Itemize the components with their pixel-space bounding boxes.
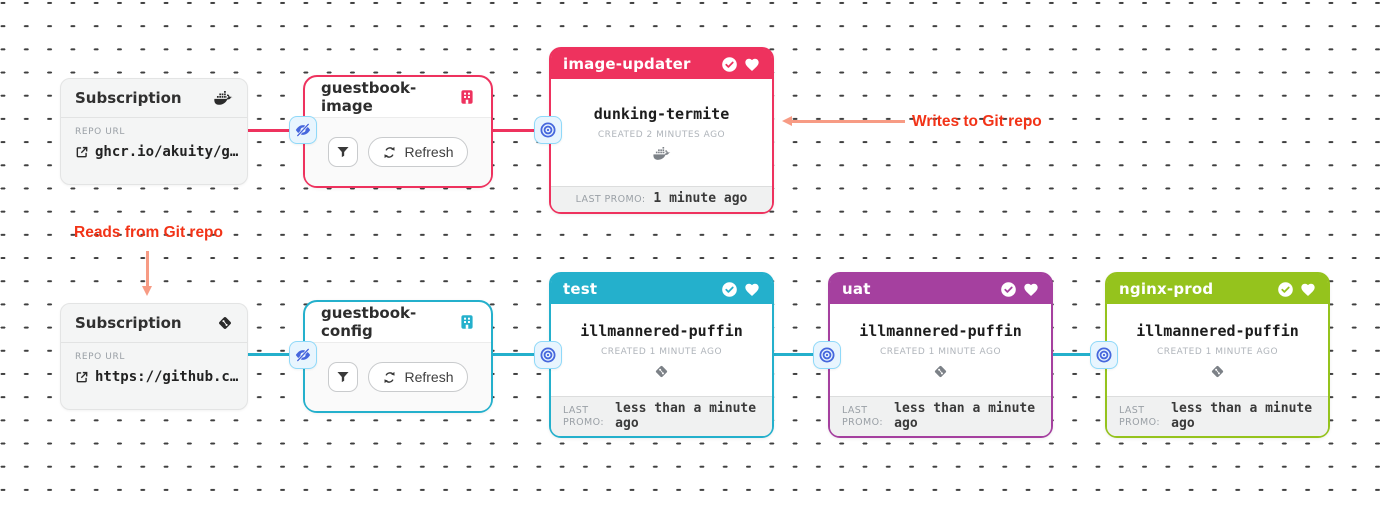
- freight-name: illmannered-puffin: [859, 321, 1022, 340]
- stage-name: uat: [842, 280, 871, 298]
- external-link-icon[interactable]: [75, 370, 89, 384]
- stage-name: image-updater: [563, 55, 691, 73]
- writes-annotation-label: Writes to Git repo: [912, 113, 1042, 130]
- hide-subscription-connector-button[interactable]: [289, 116, 317, 144]
- writes-annotation-arrow-line: [792, 120, 905, 123]
- last-promo-value: less than a minute ago: [894, 400, 1036, 431]
- git-icon: [217, 315, 233, 331]
- stage-name: nginx-prod: [1119, 280, 1214, 298]
- stage-card-test[interactable]: test illmannered-puffin CREATED 1 MINUTE…: [549, 272, 774, 438]
- target-icon: [539, 346, 557, 364]
- repo-url-label: REPO URL: [75, 127, 125, 137]
- warehouse-icon: [459, 314, 475, 330]
- warehouse-card-guestbook-config[interactable]: guestbook-config Refresh: [303, 300, 493, 413]
- docker-icon: [214, 90, 233, 106]
- git-icon: [1210, 364, 1225, 379]
- heart-icon: [744, 57, 760, 72]
- warehouse-card-guestbook-image[interactable]: guestbook-image Refresh: [303, 75, 493, 188]
- repo-url-value[interactable]: https://github.c…: [95, 369, 239, 385]
- stage-card-uat[interactable]: uat illmannered-puffin CREATED 1 MINUTE …: [828, 272, 1053, 438]
- edge-subscription-to-guestbook-image: [248, 129, 289, 132]
- filter-button[interactable]: [328, 362, 359, 392]
- warehouse-title: guestbook-config: [321, 304, 417, 340]
- freight-created-label: CREATED 2 MINUTES AGO: [597, 129, 726, 140]
- hide-subscription-connector-button[interactable]: [289, 341, 317, 369]
- subscription-title: Subscription: [75, 89, 182, 107]
- repo-url-value[interactable]: ghcr.io/akuity/g…: [95, 144, 239, 160]
- heart-icon: [744, 282, 760, 297]
- refresh-button[interactable]: Refresh: [368, 137, 468, 167]
- heart-icon: [1023, 282, 1039, 297]
- repo-url-label: REPO URL: [75, 352, 125, 362]
- warehouse-icon: [459, 89, 475, 105]
- stage-name: test: [563, 280, 598, 298]
- stage-target-connector-image-updater[interactable]: [534, 116, 562, 144]
- freight-created-label: CREATED 1 MINUTE AGO: [1156, 346, 1279, 357]
- health-check-icon: [1277, 281, 1294, 298]
- health-check-icon: [1000, 281, 1017, 298]
- stage-target-connector-nginx-prod[interactable]: [1090, 341, 1118, 369]
- eye-slash-icon: [294, 121, 312, 139]
- last-promo-label: LAST PROMO:: [1119, 404, 1160, 428]
- heart-icon: [1300, 282, 1316, 297]
- subscription-title: Subscription: [75, 314, 182, 332]
- refresh-icon: [382, 145, 397, 160]
- edge-test-to-uat: [774, 353, 813, 356]
- last-promo-label: LAST PROMO:: [563, 404, 604, 428]
- last-promo-value: 1 minute ago: [653, 191, 748, 207]
- last-promo-label: LAST PROMO:: [842, 404, 883, 428]
- health-check-icon: [721, 281, 738, 298]
- freight-name: dunking-termite: [593, 104, 730, 123]
- eye-slash-icon: [294, 346, 312, 364]
- refresh-button-label: Refresh: [404, 144, 454, 160]
- subscription-card-image[interactable]: Subscription REPO URL ghcr.io/akuity/g…: [60, 78, 248, 185]
- filter-button[interactable]: [328, 137, 359, 167]
- stage-target-connector-uat[interactable]: [813, 341, 841, 369]
- edge-guestbook-config-to-test: [493, 353, 534, 356]
- target-icon: [539, 121, 557, 139]
- edge-uat-to-nginx-prod: [1053, 353, 1090, 356]
- git-icon: [654, 364, 669, 379]
- warehouse-title: guestbook-image: [321, 79, 417, 115]
- reads-annotation-arrow-line: [146, 251, 149, 286]
- stage-target-connector-test[interactable]: [534, 341, 562, 369]
- git-icon: [933, 364, 948, 379]
- refresh-icon: [382, 370, 397, 385]
- freight-name: illmannered-puffin: [1136, 321, 1299, 340]
- last-promo-value: less than a minute ago: [615, 400, 757, 431]
- edge-subscription-to-guestbook-config: [248, 353, 289, 356]
- freight-created-label: CREATED 1 MINUTE AGO: [879, 346, 1002, 357]
- edge-guestbook-image-to-image-updater: [493, 129, 534, 132]
- subscription-card-config[interactable]: Subscription REPO URL https://github.c…: [60, 303, 248, 410]
- freight-name: illmannered-puffin: [580, 321, 743, 340]
- external-link-icon[interactable]: [75, 145, 89, 159]
- reads-annotation-arrowhead: [142, 286, 152, 296]
- target-icon: [818, 346, 836, 364]
- freight-created-label: CREATED 1 MINUTE AGO: [600, 346, 723, 357]
- last-promo-label: LAST PROMO:: [575, 194, 646, 205]
- refresh-button[interactable]: Refresh: [368, 362, 468, 392]
- refresh-button-label: Refresh: [404, 369, 454, 385]
- docker-icon: [652, 146, 671, 161]
- writes-annotation-arrowhead: [782, 116, 792, 126]
- stage-card-nginx-prod[interactable]: nginx-prod illmannered-puffin CREATED 1 …: [1105, 272, 1330, 438]
- last-promo-value: less than a minute ago: [1171, 400, 1313, 431]
- target-icon: [1095, 346, 1113, 364]
- reads-annotation-label: Reads from Git repo: [74, 224, 223, 241]
- stage-card-image-updater[interactable]: image-updater dunking-termite CREATED 2 …: [549, 47, 774, 214]
- health-check-icon: [721, 56, 738, 73]
